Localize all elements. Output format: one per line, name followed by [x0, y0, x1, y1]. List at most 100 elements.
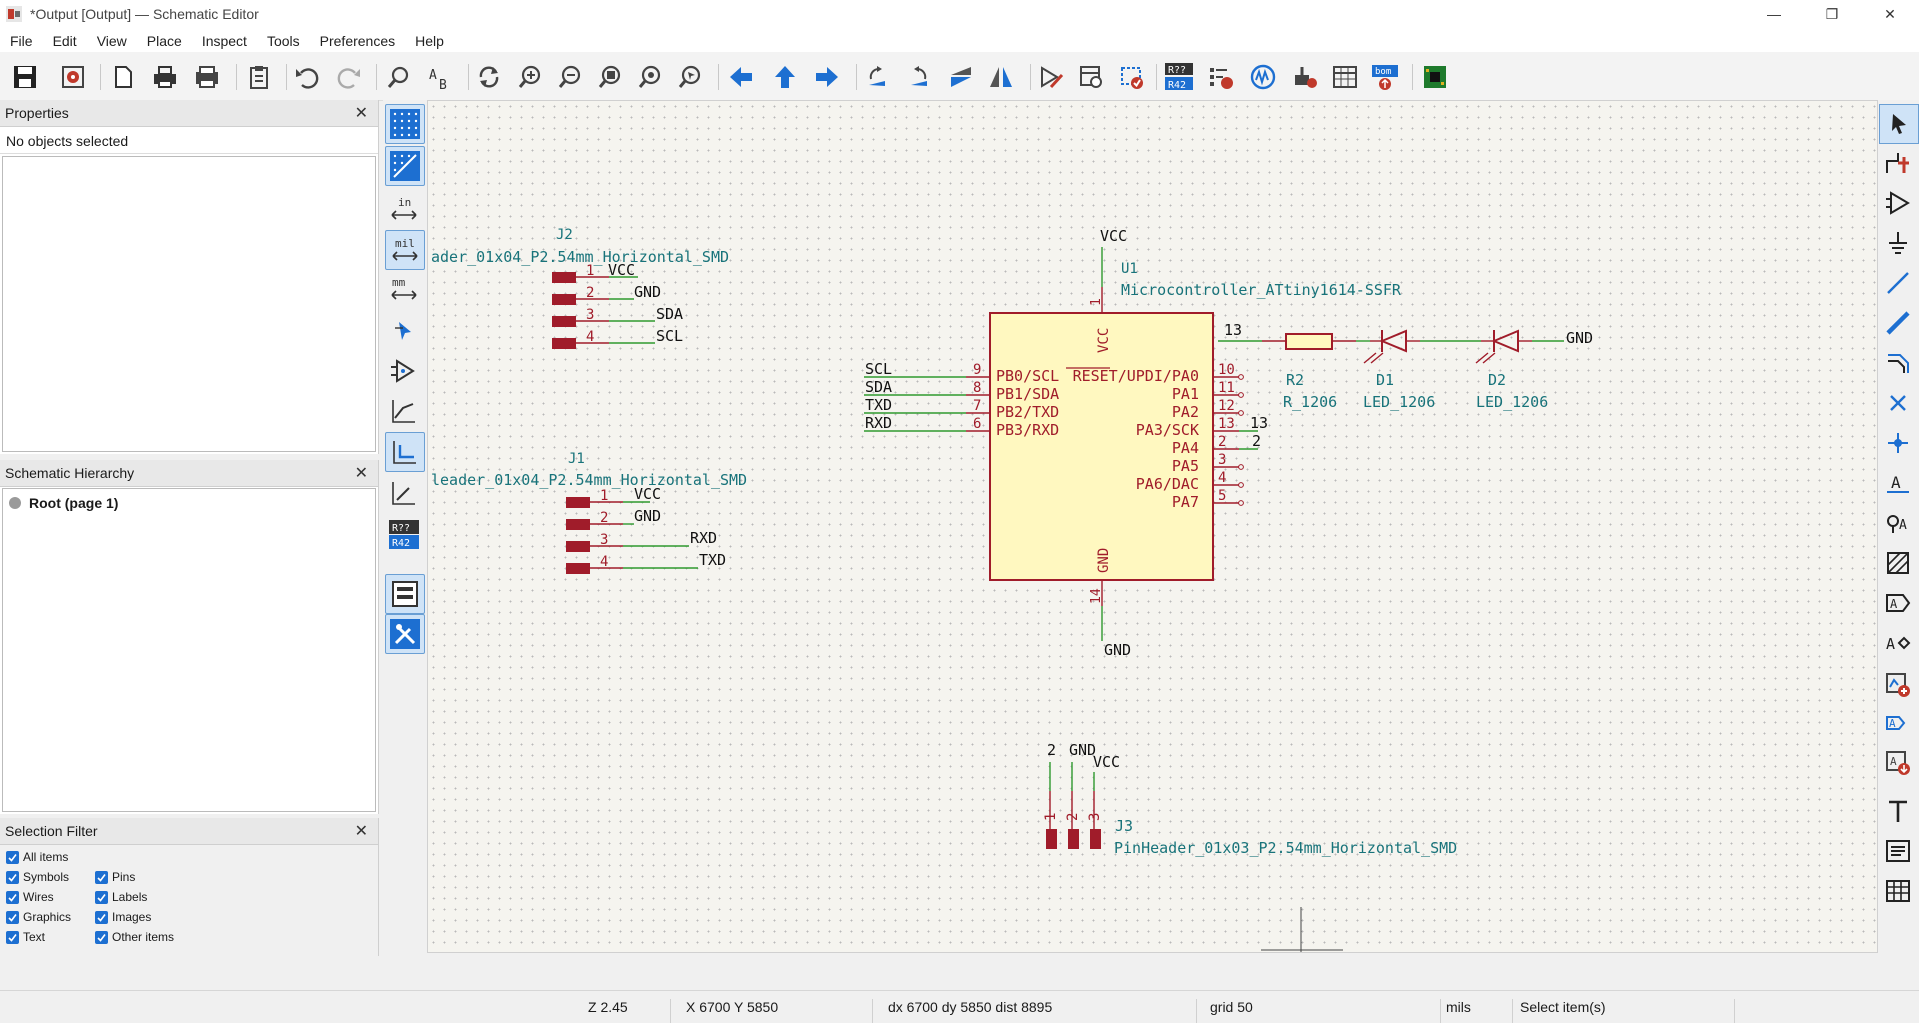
filter-images[interactable]: Images: [95, 910, 151, 924]
place-table-icon[interactable]: [1879, 872, 1917, 910]
bus-definitions-icon[interactable]: [1288, 60, 1322, 94]
print-icon[interactable]: [148, 60, 182, 94]
refresh-icon[interactable]: [472, 60, 506, 94]
zoom-out-icon[interactable]: [554, 60, 588, 94]
j2-pin-2[interactable]: 2 GND: [552, 283, 661, 305]
plot-icon[interactable]: [190, 60, 224, 94]
filter-labels[interactable]: Labels: [95, 890, 147, 904]
schematic-canvas[interactable]: J2 ader_01x04_P2.54mm_Horizontal_SMD 1 V…: [427, 100, 1878, 953]
close-button[interactable]: ✕: [1884, 5, 1896, 22]
j1-pin-2[interactable]: 2 GND: [566, 507, 661, 530]
annotate-icon[interactable]: R??R42: [1162, 60, 1196, 94]
global-label-icon[interactable]: A: [1879, 584, 1917, 622]
hierarchical-sheet-icon[interactable]: [1879, 666, 1917, 704]
hierarchical-label-icon[interactable]: A: [1879, 624, 1917, 662]
properties-manager-icon[interactable]: [385, 614, 425, 654]
minimize-button[interactable]: —: [1767, 6, 1781, 22]
j3-pin-2[interactable]: 2: [1065, 791, 1081, 849]
resistor-r2[interactable]: 13 R2 R_1206: [1218, 321, 1356, 411]
menu-file[interactable]: File: [10, 33, 33, 49]
filter-text[interactable]: Text: [6, 930, 45, 944]
units-mil-icon[interactable]: mil: [385, 230, 425, 270]
rotate-ccw-icon[interactable]: [860, 60, 894, 94]
bus-entry-icon[interactable]: [1879, 344, 1917, 382]
connector-j1[interactable]: J1 leader_01x04_P2.54mm_Horizontal_SMD 1…: [431, 451, 747, 574]
j1-pin-1[interactable]: 1 VCC: [566, 485, 661, 508]
j3-pin-3[interactable]: 3: [1087, 791, 1103, 849]
line-mode-45-icon[interactable]: [385, 474, 423, 512]
draw-wire-icon[interactable]: [1879, 264, 1917, 302]
hierarchy-navigator-icon[interactable]: [385, 574, 425, 614]
zoom-fit-icon[interactable]: [594, 60, 628, 94]
menu-place[interactable]: Place: [146, 33, 182, 49]
simulator-icon[interactable]: [1246, 60, 1280, 94]
place-text-icon[interactable]: [1879, 792, 1917, 830]
menu-view[interactable]: View: [96, 33, 127, 49]
led-d1[interactable]: D1 LED_1206: [1363, 329, 1435, 411]
selection-filter-close-icon[interactable]: ✕: [354, 823, 368, 840]
find-icon[interactable]: [382, 60, 416, 94]
draw-bus-icon[interactable]: [1879, 304, 1917, 342]
units-mm-icon[interactable]: mm: [385, 270, 423, 308]
hierarchy-root-item[interactable]: Root (page 1): [9, 495, 118, 511]
redo-icon[interactable]: [332, 60, 366, 94]
rule-area-icon[interactable]: [1879, 544, 1917, 582]
bom-icon[interactable]: bom: [1368, 60, 1402, 94]
undo-icon[interactable]: [290, 60, 324, 94]
connector-j2[interactable]: J2 ader_01x04_P2.54mm_Horizontal_SMD 1 V…: [431, 227, 729, 349]
net-label-icon[interactable]: A: [1879, 464, 1917, 502]
cursor-crosshair-icon[interactable]: [385, 312, 423, 350]
menu-help[interactable]: Help: [415, 33, 444, 49]
j2-pin-4[interactable]: 4 SCL: [552, 327, 683, 349]
line-mode-90-icon[interactable]: [385, 432, 425, 472]
junction-icon[interactable]: [1879, 424, 1917, 462]
symbol-fields-table-icon[interactable]: [1328, 60, 1362, 94]
mirror-vertical-icon[interactable]: [944, 60, 978, 94]
annotate-left-icon[interactable]: R??R42: [385, 516, 423, 554]
led-d2[interactable]: D2 LED_1206 GND: [1475, 329, 1593, 411]
j3-pin-1[interactable]: 1: [1043, 791, 1059, 849]
mirror-horizontal-icon[interactable]: [984, 60, 1018, 94]
erc-icon[interactable]: [1204, 60, 1238, 94]
save-icon[interactable]: [8, 60, 42, 94]
zoom-in-icon[interactable]: [514, 60, 548, 94]
footprint-assign-icon[interactable]: [1114, 60, 1148, 94]
import-sheet-pin-icon[interactable]: A: [1879, 704, 1917, 742]
grid-toggle-icon[interactable]: [385, 104, 425, 144]
symbol-editor-icon[interactable]: [1034, 60, 1068, 94]
filter-symbols[interactable]: Symbols: [6, 870, 69, 884]
navigate-up-icon[interactable]: [768, 60, 802, 94]
symbol-browser-icon[interactable]: [1074, 60, 1108, 94]
restore-button[interactable]: ❐: [1825, 5, 1839, 22]
no-connect-icon[interactable]: [1879, 384, 1917, 422]
menu-preferences[interactable]: Preferences: [319, 33, 396, 49]
schematic-setup-icon[interactable]: [56, 60, 90, 94]
units-inch-icon[interactable]: in: [385, 190, 423, 228]
class-label-icon[interactable]: A: [1879, 504, 1917, 542]
rotate-cw-icon[interactable]: [902, 60, 936, 94]
j1-pin-4[interactable]: 4 TXD: [566, 551, 726, 574]
menu-tools[interactable]: Tools: [266, 33, 300, 49]
connector-j3[interactable]: 2 GND VCC 1 2 3 J3 PinHeader_01x03_: [1043, 741, 1457, 857]
filter-pins[interactable]: Pins: [95, 870, 135, 884]
filter-graphics[interactable]: Graphics: [6, 910, 71, 924]
grid-overrides-icon[interactable]: [385, 146, 425, 186]
page-settings-icon[interactable]: [106, 60, 140, 94]
hidden-pins-icon[interactable]: [385, 352, 423, 390]
place-power-icon[interactable]: [1879, 224, 1917, 262]
place-symbol-icon[interactable]: [1879, 184, 1917, 222]
j1-pin-3[interactable]: 3 RXD: [566, 529, 717, 552]
paste-icon[interactable]: [242, 60, 276, 94]
